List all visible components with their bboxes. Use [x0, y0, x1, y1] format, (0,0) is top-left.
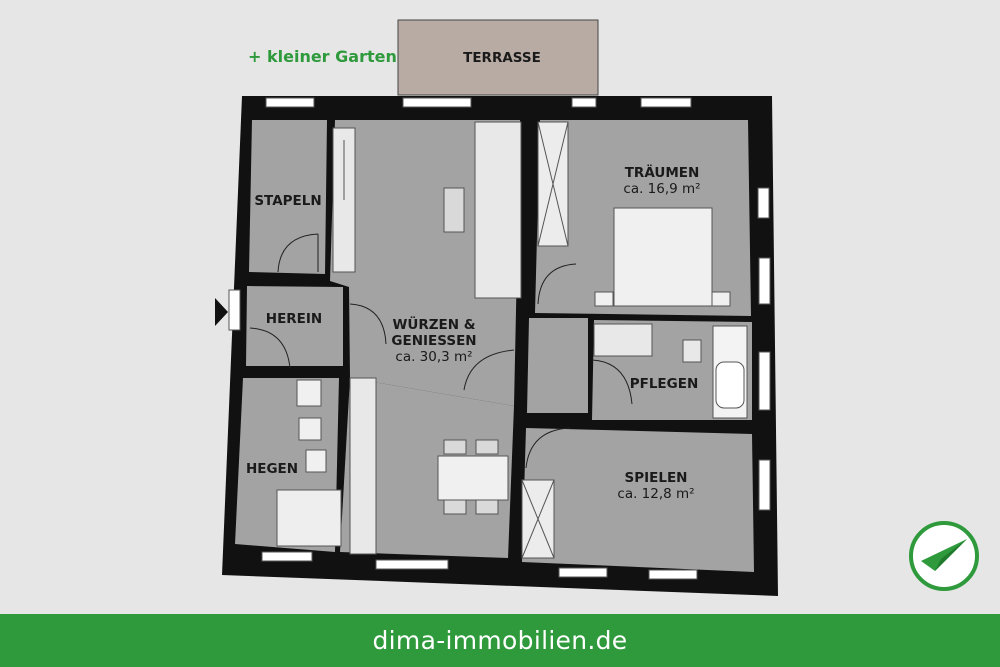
wuerzen-label-line1: WÜRZEN &: [392, 315, 475, 333]
room-wuerzen-lower: [340, 378, 514, 558]
terrace-area: [397, 19, 599, 96]
floor-plan: TERRASSE: [215, 19, 778, 596]
traeumen-label: TRÄUMEN: [625, 164, 700, 181]
hegen-label: HEGEN: [246, 461, 298, 477]
room-corridor: [527, 318, 588, 413]
spielen-area: ca. 12,8 m²: [617, 486, 694, 502]
paper-plane-logo-icon: [909, 521, 979, 591]
furniture: [276, 121, 748, 559]
room-spielen: [522, 428, 754, 572]
pflegen-label: PFLEGEN: [630, 376, 699, 392]
wuerzen-label-line2: GENIESSEN: [391, 333, 476, 349]
stapeln-label: STAPELN: [254, 193, 321, 209]
traeumen-area: ca. 16,9 m²: [623, 181, 700, 197]
wuerzen-area: ca. 30,3 m²: [395, 349, 472, 365]
door-swings: [249, 233, 633, 469]
garden-note: + kleiner Garten: [248, 47, 397, 66]
spielen-label: SPIELEN: [625, 470, 688, 486]
footer-bar: dima-immobilien.de: [0, 614, 1000, 667]
windows: [228, 97, 771, 580]
entrance-arrow-icon: [215, 298, 228, 326]
herein-label: HEREIN: [266, 311, 322, 327]
room-wuerzen-upper: [330, 120, 520, 406]
website-link[interactable]: dima-immobilien.de: [372, 626, 628, 655]
room-herein: [246, 286, 343, 366]
terrace-label: TERRASSE: [463, 50, 541, 66]
